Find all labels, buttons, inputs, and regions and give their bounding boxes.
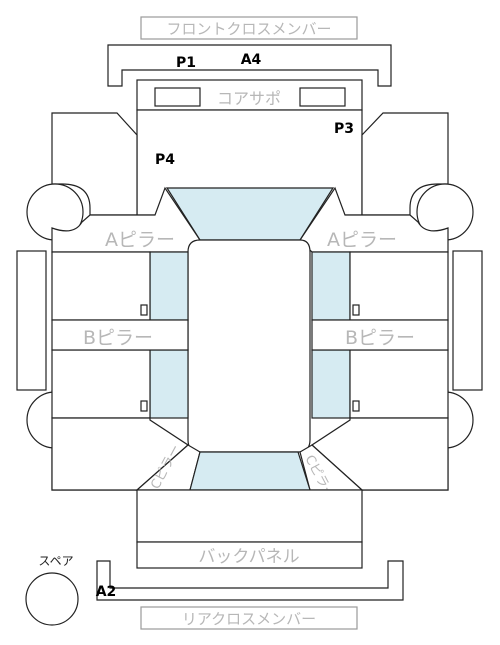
b-pillar-left[interactable]	[51, 319, 189, 351]
marker-a4: A4	[241, 52, 262, 68]
rear-window[interactable]	[189, 451, 311, 491]
trunk[interactable]	[136, 489, 363, 543]
front-cross-member-label: フロントクロスメンバー	[166, 20, 331, 38]
front-bumper[interactable]	[107, 44, 392, 87]
marker-p4: P4	[155, 152, 175, 168]
side-step-left[interactable]	[16, 250, 47, 391]
headlight-left[interactable]	[154, 87, 201, 107]
door-handle-rear-right	[352, 400, 360, 412]
fender-front-right[interactable]	[361, 112, 449, 216]
rear-cross-member-box[interactable]	[140, 606, 358, 630]
back-panel[interactable]	[136, 541, 363, 569]
marker-p3: P3	[334, 121, 354, 137]
window-front-right[interactable]	[311, 251, 351, 321]
b-pillar-left-label: Bピラー	[83, 327, 153, 349]
headlight-right[interactable]	[299, 87, 346, 107]
door-front-right[interactable]	[349, 251, 449, 321]
fender-front-left[interactable]	[51, 112, 138, 216]
spare-tire[interactable]	[25, 572, 79, 626]
roof[interactable]	[187, 239, 311, 453]
window-rear-left[interactable]	[149, 349, 189, 419]
rear-bumper[interactable]	[96, 560, 404, 601]
spare-label: スペア	[38, 554, 73, 568]
front-cross-member-box[interactable]	[140, 16, 358, 40]
door-rear-right[interactable]	[349, 349, 449, 419]
door-handle-front-right	[352, 304, 360, 316]
marker-p1: P1	[176, 55, 196, 71]
back-panel-label: バックパネル	[198, 547, 299, 567]
door-handle-front-left	[140, 304, 148, 316]
door-handle-rear-left	[140, 400, 148, 412]
door-front-left[interactable]	[51, 251, 151, 321]
marker-a2: A2	[96, 584, 117, 600]
window-front-left[interactable]	[149, 251, 189, 321]
b-pillar-right-label: Bピラー	[345, 327, 415, 349]
a-pillar-left-label: Aピラー	[105, 229, 175, 251]
window-rear-right[interactable]	[311, 349, 351, 419]
b-pillar-right[interactable]	[311, 319, 449, 351]
a-pillar-right-label: Aピラー	[327, 229, 397, 251]
core-support-label: コアサポ	[217, 89, 281, 108]
rear-cross-member-label: リアクロスメンバー	[182, 610, 316, 628]
door-rear-left[interactable]	[51, 349, 151, 419]
side-step-right[interactable]	[452, 250, 483, 391]
